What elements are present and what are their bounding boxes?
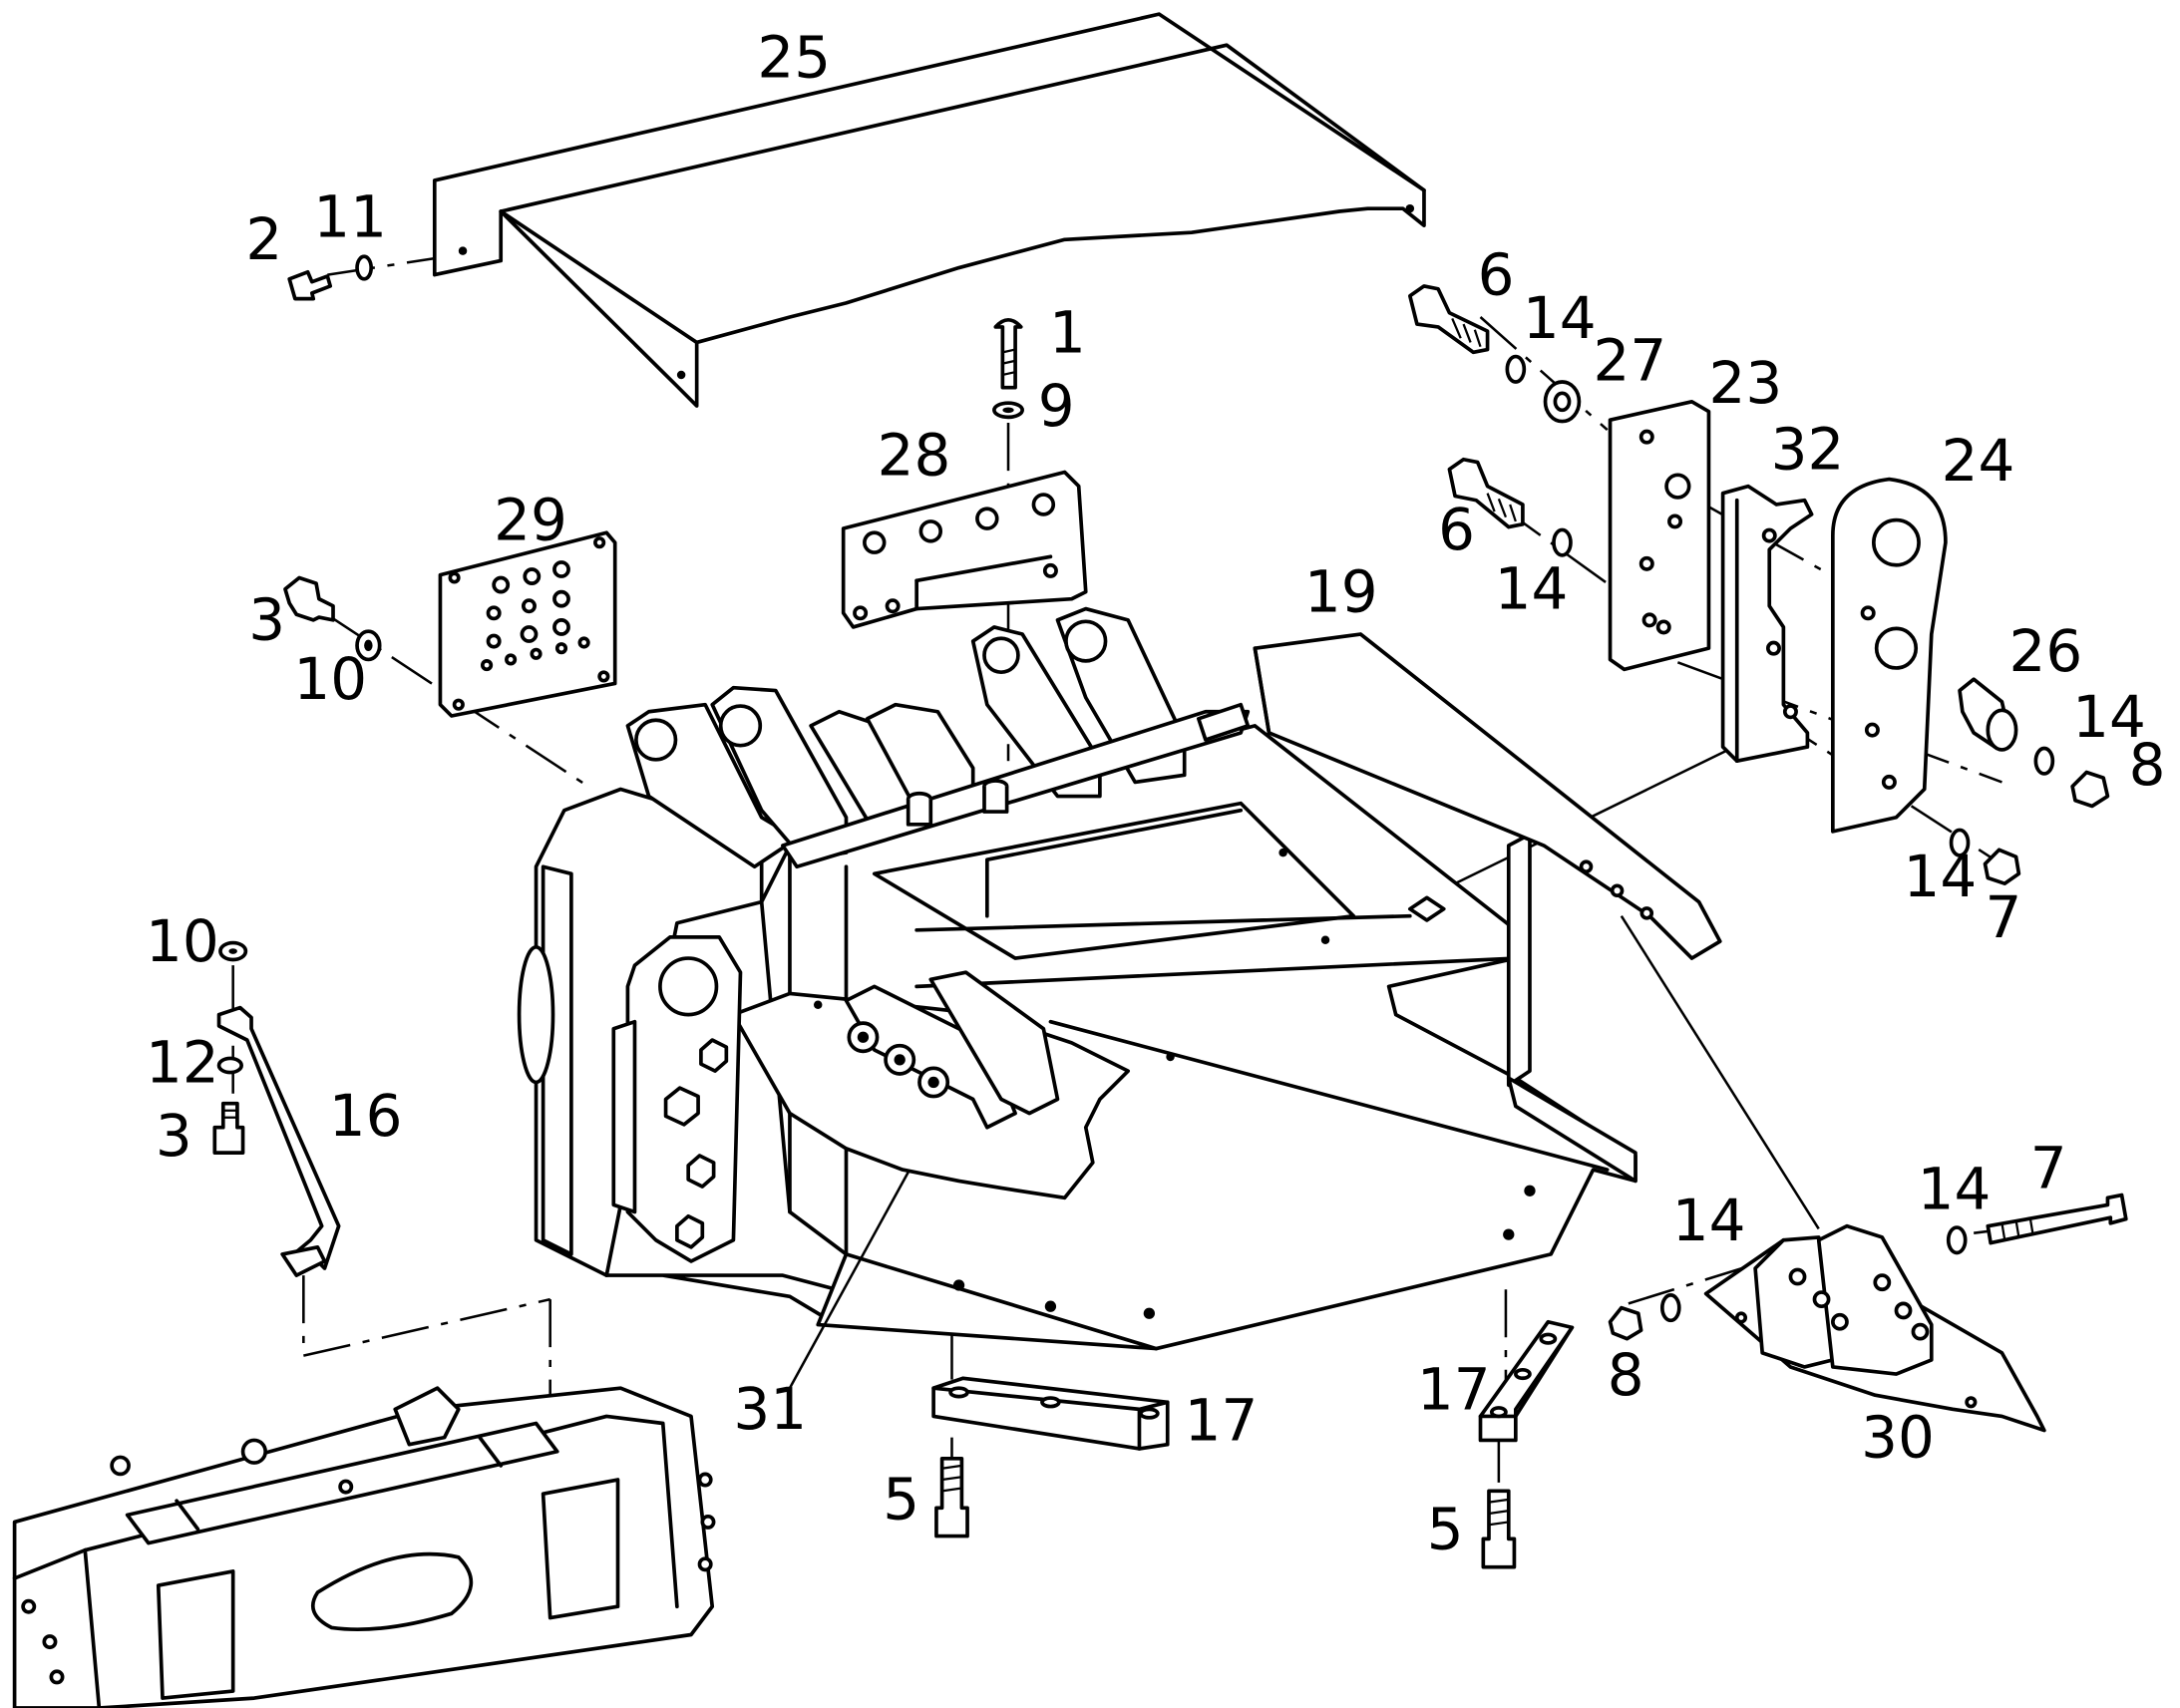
callout-7: 7 xyxy=(2030,1134,2067,1201)
callout-16: 16 xyxy=(329,1082,403,1150)
callout-27: 27 xyxy=(1594,327,1667,395)
part-25-top-cover xyxy=(432,12,1426,408)
part-24-plate xyxy=(1831,477,1948,834)
part-30-bracket xyxy=(1703,1223,2046,1433)
part-29-plate xyxy=(438,530,617,718)
callout-3: 3 xyxy=(156,1102,192,1170)
callout-6: 6 xyxy=(1478,240,1515,308)
callout-11: 11 xyxy=(313,182,387,250)
callout-23: 23 xyxy=(1708,349,1782,417)
callout-19: 19 xyxy=(1304,557,1378,625)
callout-8: 8 xyxy=(2129,731,2166,799)
part-16-strap xyxy=(216,1005,341,1277)
callout-14: 14 xyxy=(1523,284,1597,352)
callout-12: 12 xyxy=(146,1028,219,1096)
callout-28: 28 xyxy=(878,421,951,489)
callout-25: 25 xyxy=(757,24,831,92)
callout-10: 10 xyxy=(146,907,219,975)
part-23-plate xyxy=(1608,399,1711,672)
part-28-plate xyxy=(841,470,1088,629)
part-19-frame xyxy=(517,606,1722,1351)
callout-14: 14 xyxy=(2072,683,2146,751)
callout-32: 32 xyxy=(1771,416,1845,484)
callout-14: 14 xyxy=(1495,555,1569,623)
callout-1: 1 xyxy=(1049,298,1086,366)
callout-26: 26 xyxy=(2009,617,2083,685)
part-31-bracket xyxy=(731,970,1130,1200)
callout-24: 24 xyxy=(1942,427,2015,495)
left-side-plate xyxy=(611,935,743,1263)
callout-5: 5 xyxy=(883,1466,919,1534)
part-17-block-left xyxy=(931,1376,1170,1451)
callout-labels: 25 2 11 6 14 27 23 1 9 28 32 24 29 6 14 … xyxy=(146,24,2165,1563)
callout-14: 14 xyxy=(1904,843,1978,910)
callout-17: 17 xyxy=(1185,1386,1259,1454)
callout-7: 7 xyxy=(1985,883,2021,951)
hardware xyxy=(212,254,2128,1569)
callout-17: 17 xyxy=(1417,1355,1491,1423)
callout-14: 14 xyxy=(1672,1187,1746,1254)
callout-30: 30 xyxy=(1861,1403,1935,1471)
callout-3: 3 xyxy=(248,586,285,654)
callout-8: 8 xyxy=(1608,1341,1644,1409)
callout-31: 31 xyxy=(733,1375,807,1443)
callout-14: 14 xyxy=(1918,1156,1992,1223)
machine-body xyxy=(12,1386,716,1708)
callout-29: 29 xyxy=(494,486,567,553)
callout-5: 5 xyxy=(1427,1495,1464,1562)
part-32-plate xyxy=(1720,484,1814,764)
callout-2: 2 xyxy=(245,205,282,273)
leader-lines xyxy=(788,1169,911,1389)
callout-9: 9 xyxy=(1038,372,1075,440)
callout-10: 10 xyxy=(293,645,367,713)
callout-6: 6 xyxy=(1438,496,1475,563)
part-17-block-right xyxy=(1478,1319,1575,1443)
